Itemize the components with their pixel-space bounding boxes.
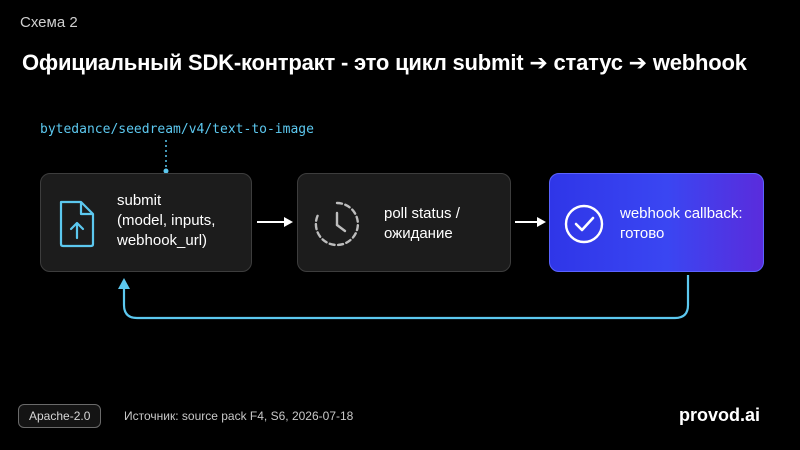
- node-webhook-label: webhook callback: готово: [620, 205, 743, 242]
- page-title: Официальный SDK-контракт - это цикл subm…: [22, 50, 747, 75]
- node-poll-status: poll status / ожидание: [297, 173, 511, 272]
- clock-icon: [314, 201, 360, 247]
- brand-logo-text: provod.ai: [679, 405, 761, 425]
- node-poll-label: poll status / ожидание: [384, 205, 460, 242]
- node-webhook-callback: webhook callback: готово: [549, 173, 764, 272]
- license-badge: Apache-2.0: [18, 404, 102, 428]
- feedback-loop-arrowhead: [118, 278, 130, 289]
- feedback-loop-arrow: [122, 275, 690, 320]
- file-upload-icon: [59, 200, 95, 248]
- node-submit-label: submit (model, inputs, webhook_url): [117, 192, 216, 249]
- arrowhead-submit-to-poll: [284, 217, 293, 227]
- source-note: Источник: source pack F4, S6, 2026-07-18: [124, 409, 354, 423]
- node-submit: submit (model, inputs, webhook_url): [40, 173, 252, 272]
- endpoint-connector-dot: [163, 168, 169, 174]
- check-circle-icon: [564, 204, 604, 244]
- scheme-label: Схема 2: [20, 14, 78, 31]
- arrowhead-poll-to-webhook: [537, 217, 546, 227]
- endpoint-label: bytedance/seedream/v4/text-to-image: [40, 122, 314, 137]
